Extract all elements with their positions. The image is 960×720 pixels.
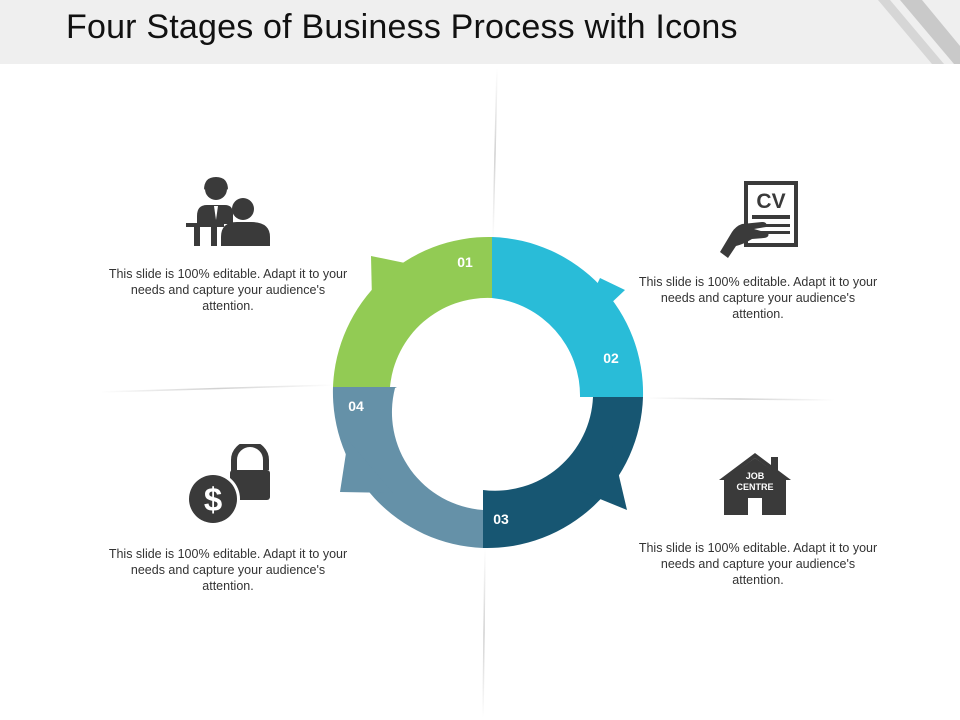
stage-02-segment [492,237,644,397]
job-centre-house-icon: JOB CENTRE [719,453,791,515]
dollar-symbol: $ [204,481,222,518]
decorative-stripes [878,0,960,64]
stage-01-description: This slide is 100% editable. Adapt it to… [108,267,348,313]
stage-04-description: This slide is 100% editable. Adapt it to… [108,547,348,593]
cv-label: CV [756,190,785,213]
cv-document-icon: CV [720,181,798,258]
stage-01-segment [333,236,492,387]
stage-number-03: 03 [493,511,509,527]
stage-number-04: 04 [348,398,364,414]
stage-number-01: 01 [457,254,473,270]
title-bar: Four Stages of Business Process with Ico… [0,0,960,64]
job-label: JOB [746,471,765,481]
stage-number-02: 02 [603,350,619,366]
stage-03-description: This slide is 100% editable. Adapt it to… [638,541,878,587]
stage-02-description: This slide is 100% editable. Adapt it to… [638,275,878,321]
stage-04-segment [332,387,483,548]
centre-label: CENTRE [736,482,773,492]
dollar-lock-icon: $ [186,444,270,526]
stage-03-segment [483,397,643,549]
meeting-people-icon [186,177,270,246]
slide-title: Four Stages of Business Process with Ico… [66,8,738,46]
